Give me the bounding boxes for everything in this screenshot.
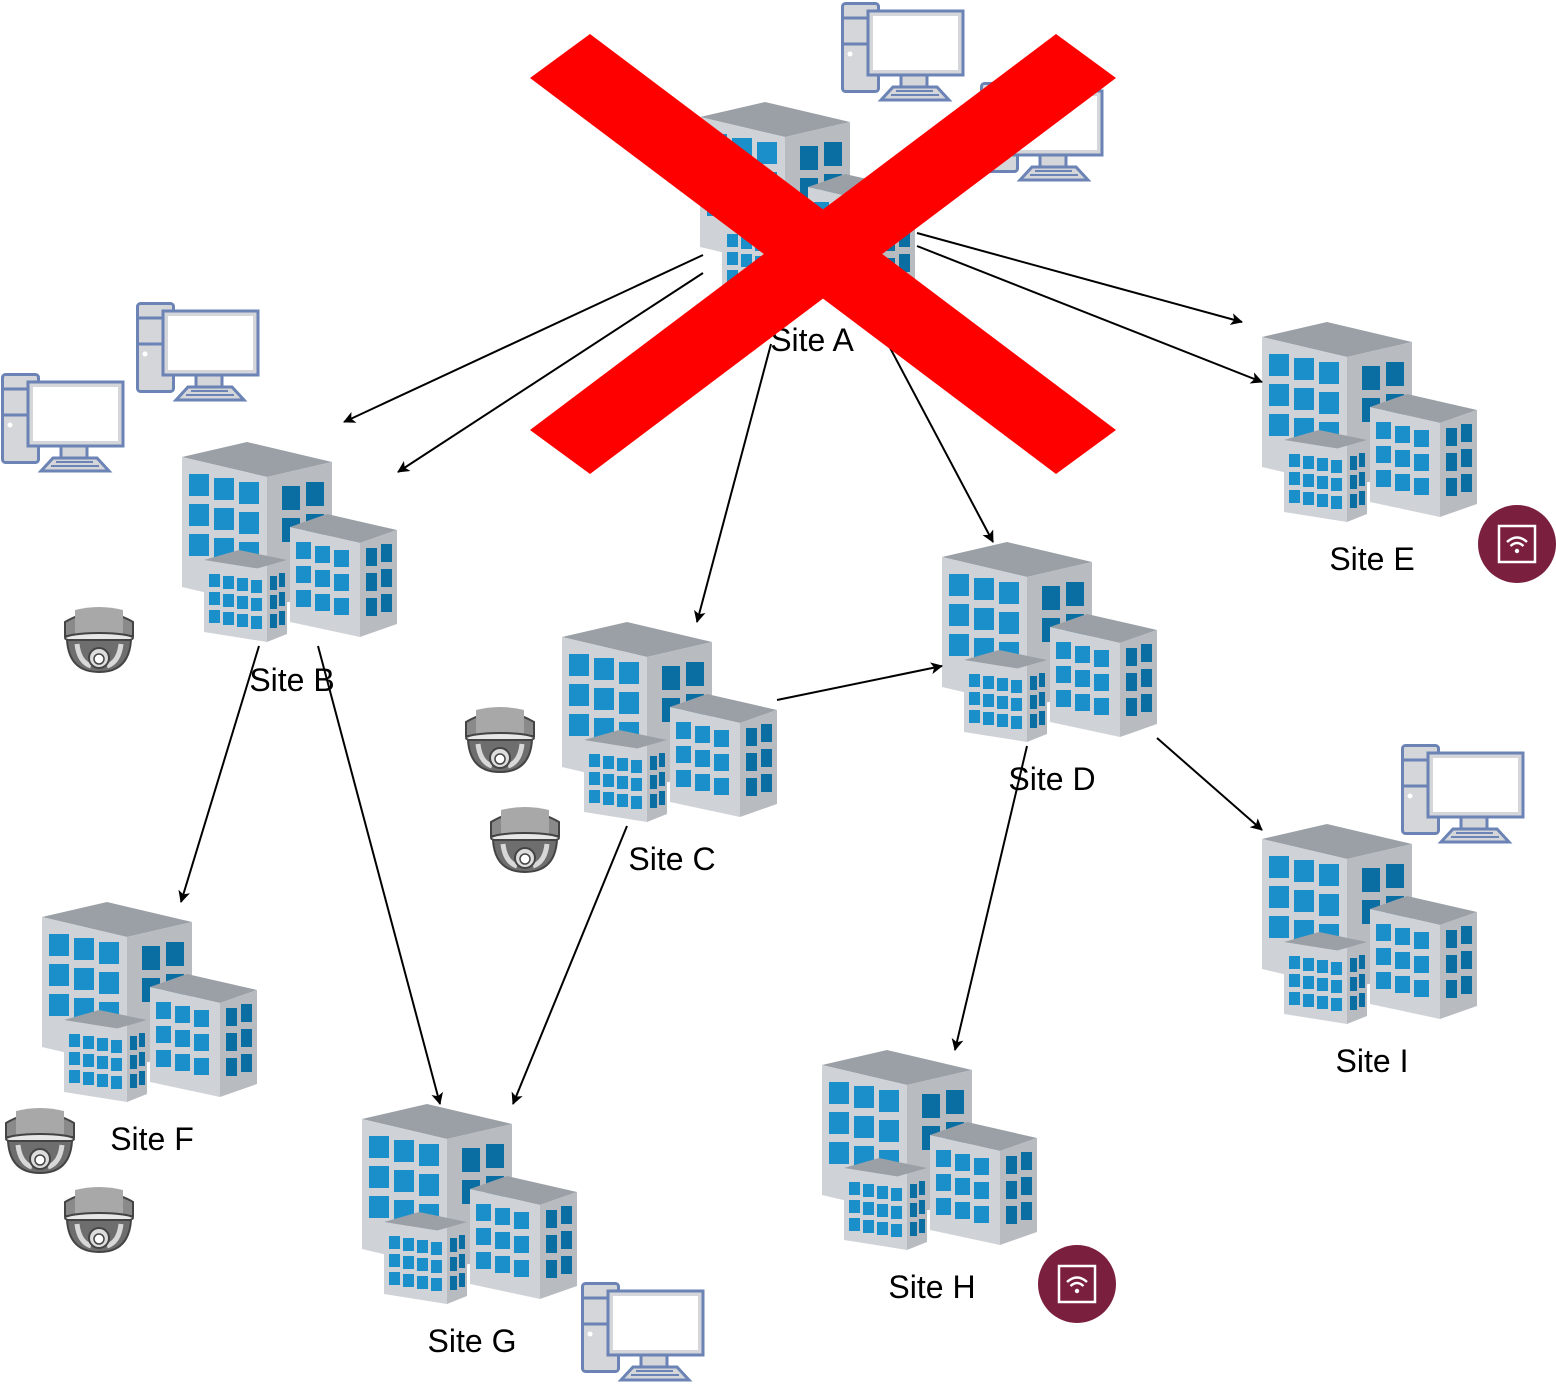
building-icon — [42, 902, 257, 1102]
site-d-label: Site D — [1008, 761, 1095, 797]
edge-a-d — [887, 343, 994, 543]
edge-d-i — [1156, 737, 1263, 831]
computer-icon — [1, 373, 125, 473]
edge-c-g — [511, 825, 628, 1105]
edge-c-d — [776, 662, 943, 701]
edge-b-f — [178, 645, 260, 903]
edge-a-e-1 — [916, 232, 1243, 325]
building-icon — [1262, 824, 1477, 1024]
camera-icon — [65, 1187, 133, 1252]
site-d[interactable] — [942, 542, 1157, 742]
site-e-label: Site E — [1329, 541, 1414, 577]
site-c-label: Site C — [628, 841, 715, 877]
site-g-label: Site G — [428, 1323, 517, 1359]
site-b[interactable] — [182, 442, 397, 642]
building-icon — [942, 542, 1157, 742]
computer-icon — [581, 1282, 705, 1382]
computer-icon — [136, 302, 260, 402]
site-a-label: Site A — [770, 322, 854, 358]
site-g[interactable] — [362, 1104, 577, 1304]
site-i-label: Site I — [1336, 1043, 1409, 1079]
edge-d-h — [951, 745, 1028, 1051]
camera-icon — [65, 607, 133, 672]
site-f[interactable] — [42, 902, 257, 1102]
building-icon — [562, 622, 777, 822]
edge-b-g — [317, 645, 443, 1105]
failure-cross-icon — [530, 34, 1116, 474]
edge-a-c — [694, 343, 772, 623]
site-h[interactable] — [822, 1050, 1037, 1250]
building-icon — [362, 1104, 577, 1304]
site-i[interactable] — [1262, 824, 1477, 1024]
camera-icon — [466, 707, 534, 772]
site-c[interactable] — [562, 622, 777, 822]
building-icon — [822, 1050, 1037, 1250]
computer-icon — [1401, 744, 1525, 844]
camera-icon — [491, 807, 559, 872]
site-b-label: Site B — [249, 662, 334, 698]
building-icon — [1262, 322, 1477, 522]
site-e[interactable] — [1262, 322, 1477, 522]
edge-a-e-2 — [916, 245, 1263, 384]
site-f-label: Site F — [110, 1121, 194, 1157]
site-h-label: Site H — [888, 1269, 975, 1305]
camera-icon — [6, 1108, 74, 1173]
edges — [178, 232, 1263, 1105]
edge-a-b-1 — [343, 254, 704, 423]
wifi-access-point-icon — [1037, 1244, 1117, 1324]
building-icon — [182, 442, 397, 642]
wifi-access-point-icon — [1477, 504, 1556, 584]
edge-a-b-2 — [397, 272, 704, 473]
computer-icon — [841, 2, 965, 102]
